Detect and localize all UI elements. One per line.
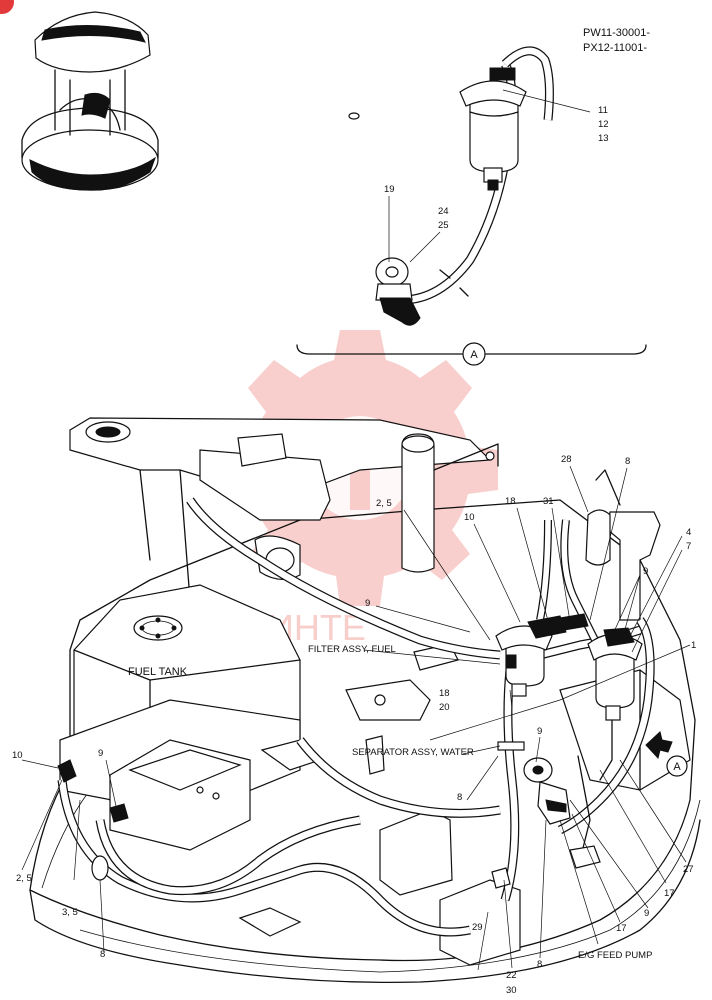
- callout-8-left: 8: [100, 949, 105, 960]
- callout-9-mid: 9: [365, 598, 370, 609]
- main-assembly: FUEL TANK: [21, 417, 701, 984]
- view-marker-a-main: [666, 755, 688, 777]
- callout-3-5: 3, 5: [62, 907, 78, 918]
- callout-18-mid: 18: [439, 688, 450, 699]
- callout-18-top: 18: [505, 496, 516, 507]
- callout-4: 4: [686, 527, 691, 538]
- callout-9-right: 9: [643, 566, 648, 577]
- label-fuel-tank: FUEL TANK: [128, 666, 188, 678]
- callout-1: 1: [691, 640, 696, 651]
- callout-9-low: 9: [644, 908, 649, 919]
- callout-24: 24: [438, 206, 449, 217]
- label-fuel-filter-assy: FILTER ASSY, FUEL: [308, 644, 396, 655]
- callout-7: 7: [686, 541, 691, 552]
- callout-9-left: 9: [98, 748, 103, 759]
- corner-badge: [0, 0, 14, 14]
- callout-10-left: 10: [12, 750, 23, 761]
- callout-11: 11: [598, 105, 608, 116]
- label-feed-pump: E/G FEED PUMP: [578, 950, 652, 961]
- callout-30: 30: [506, 985, 517, 996]
- callout-2-5-top: 2, 5: [376, 498, 392, 509]
- callout-13: 13: [598, 133, 609, 144]
- callout-12: 12: [598, 119, 609, 130]
- callout-19: 19: [384, 184, 395, 195]
- machine-thumbnail: [21, 11, 159, 191]
- callout-28: 28: [561, 454, 572, 465]
- callout-2-5-left: 2, 5: [16, 873, 32, 884]
- callout-8-top: 8: [625, 456, 630, 467]
- callout-9-separator: 9: [537, 726, 542, 737]
- callout-29: 29: [472, 922, 483, 933]
- view-marker-a-top: [462, 342, 486, 366]
- callout-8-separator: 8: [457, 792, 462, 803]
- callout-27: 27: [683, 864, 694, 875]
- detail-view-a: A: [296, 46, 647, 366]
- callout-31: 31: [543, 496, 554, 507]
- serial-number-2: PX12-11001-: [583, 42, 647, 54]
- callout-22: 22: [506, 970, 517, 981]
- svg-text:A: A: [673, 761, 681, 773]
- callout-25: 25: [438, 220, 449, 231]
- callout-17-b: 17: [616, 923, 627, 934]
- label-water-separator-assy: SEPARATOR ASSY, WATER: [352, 747, 474, 758]
- svg-text:A: A: [470, 349, 478, 361]
- callout-20: 20: [439, 702, 450, 713]
- serial-number-1: PW11-30001-: [583, 27, 650, 39]
- callout-17-a: 17: [664, 888, 675, 899]
- callout-10-top: 10: [464, 512, 475, 523]
- callout-8-bottom: 8: [537, 959, 542, 970]
